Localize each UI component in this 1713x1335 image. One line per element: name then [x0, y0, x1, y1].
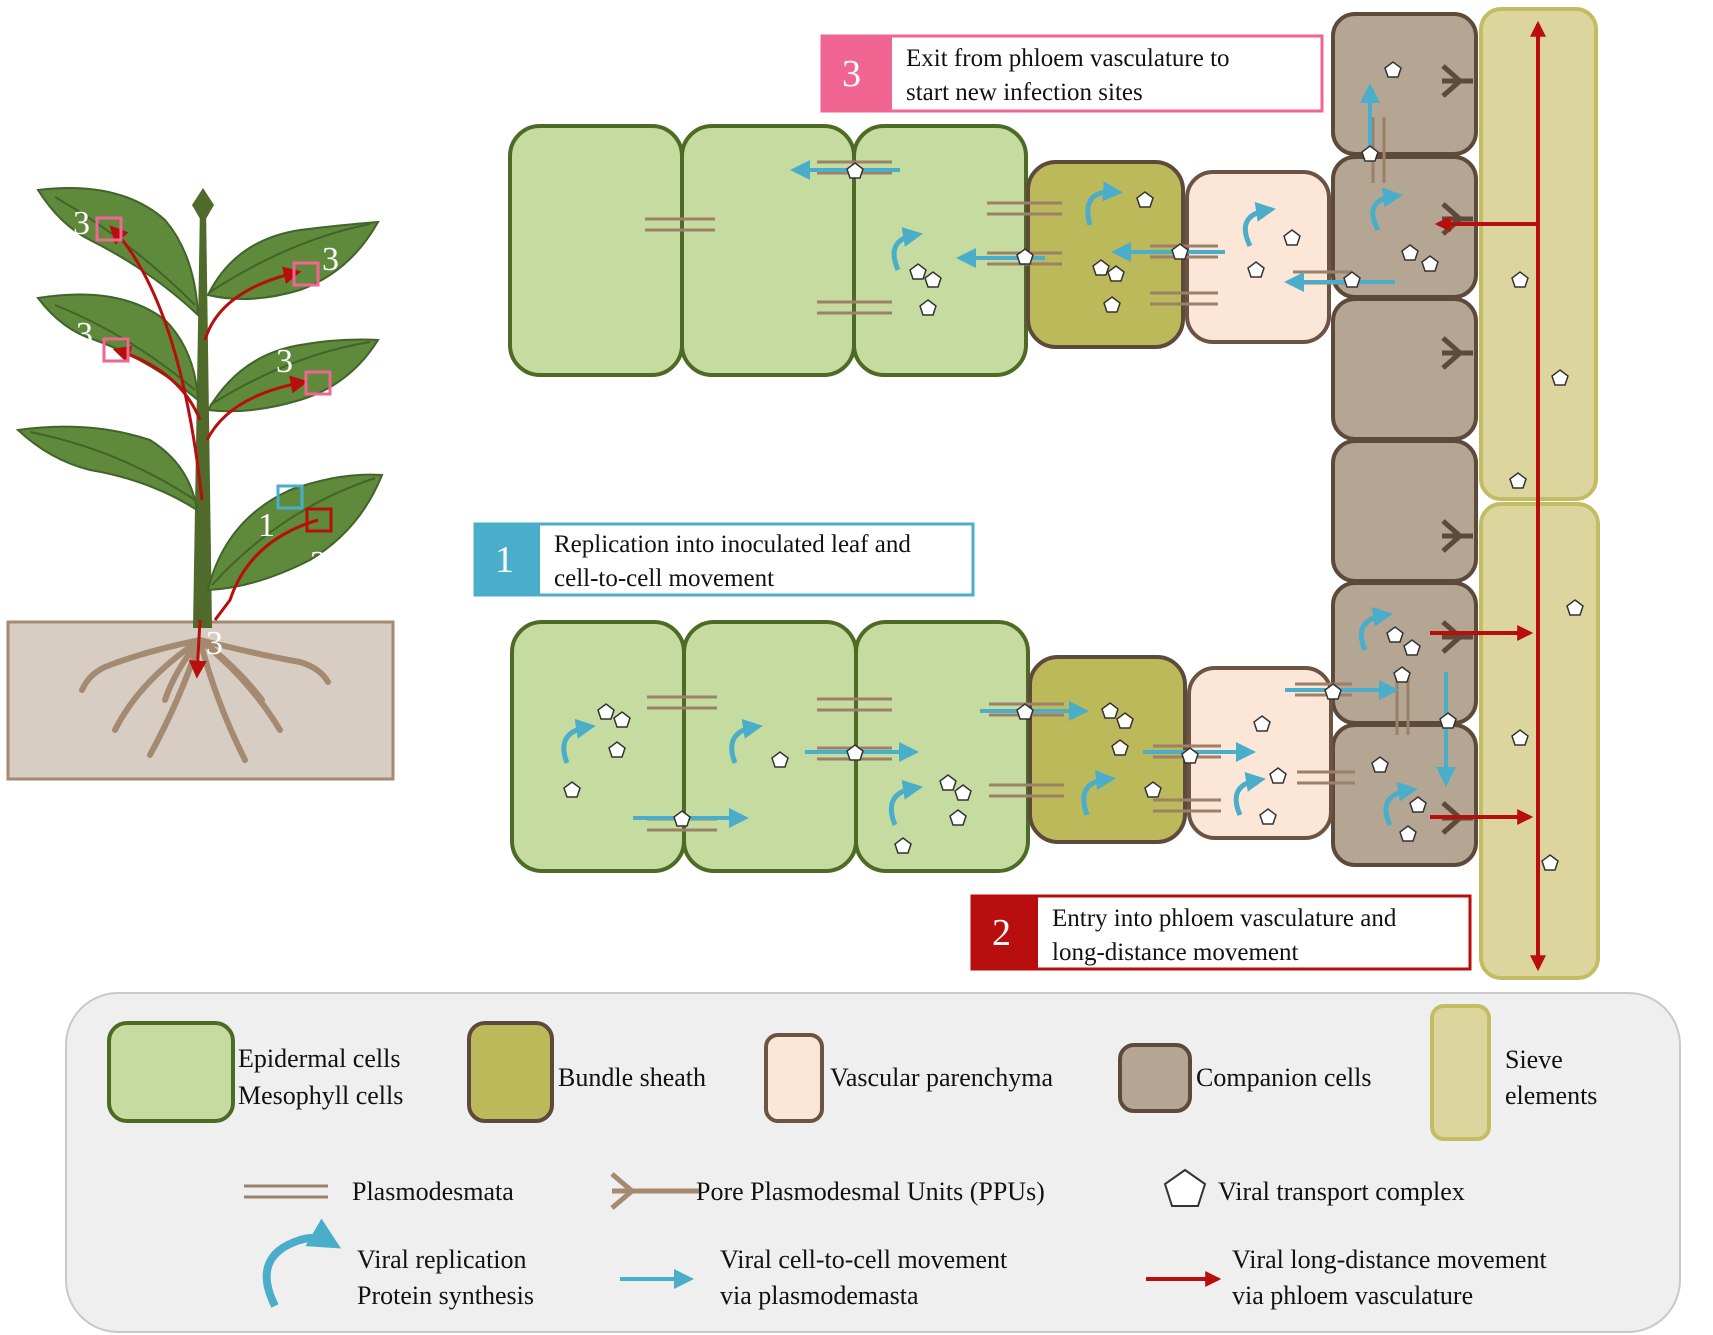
- companion-cell: [1331, 581, 1478, 725]
- legend-epidermal-line1: Epidermal cells: [238, 1044, 400, 1073]
- legend-plasmodesmata-icon: [244, 1184, 328, 1199]
- bottom-row-cells: [510, 620, 1333, 873]
- label-leaf-top-right: 3: [322, 241, 339, 278]
- step-2-line1: Entry into phloem vasculature and: [1052, 905, 1397, 932]
- inoculation-site-2: [305, 507, 333, 533]
- infection-paths: [109, 225, 319, 679]
- long-distance-arrows: [1430, 20, 1546, 972]
- infection-site-top-left: [95, 216, 123, 242]
- epidermal-cell: [510, 620, 686, 873]
- legend-swatch-bundle: [467, 1021, 554, 1123]
- infection-site-top-right: [292, 261, 320, 287]
- ppu-marks: [1441, 64, 1473, 835]
- legend-long-distance-line2: via phloem vasculature: [1232, 1281, 1473, 1310]
- bundle-sheath-cell: [1028, 655, 1187, 844]
- infection-site-mid-left: [102, 337, 130, 363]
- legend-sieve-line2: elements: [1505, 1081, 1597, 1110]
- legend-ppu: Pore Plasmodesmal Units (PPUs): [696, 1177, 1045, 1206]
- companion-cell: [1331, 723, 1478, 867]
- step-1-number: 1: [495, 539, 514, 581]
- step-2-line2: long-distance movement: [1052, 939, 1299, 966]
- companion-cells: [1331, 12, 1478, 867]
- step-box-1: 1 Replication into inoculated leaf and c…: [473, 522, 975, 597]
- top-row-cells: [508, 124, 1331, 377]
- legend-cell-movement-line2: via plasmodemasta: [720, 1281, 919, 1310]
- inoculation-site-1: [276, 484, 304, 510]
- legend-replication-icon: [262, 1218, 342, 1308]
- legend-vascular-parenchyma: Vascular parenchyma: [830, 1063, 1054, 1092]
- step-3-line2: start new infection sites: [906, 79, 1143, 106]
- plant-labels: 3 3 3 3 1 2 3: [73, 205, 339, 662]
- step-1-line1: Replication into inoculated leaf and: [554, 531, 911, 558]
- companion-cell: [1331, 297, 1478, 441]
- legend-swatch-epidermal: [107, 1021, 235, 1123]
- legend-companion-cells: Companion cells: [1196, 1063, 1371, 1092]
- infection-site-mid-right: [304, 370, 332, 396]
- legend-swatch-companion: [1118, 1043, 1192, 1113]
- step-3-number: 3: [842, 53, 861, 95]
- legend-plasmodesmata: Plasmodesmata: [352, 1177, 514, 1206]
- legend-replication-line1: Viral replication: [357, 1245, 527, 1274]
- step-box-2: 2 Entry into phloem vasculature and long…: [970, 894, 1472, 971]
- step-2-number: 2: [992, 912, 1011, 954]
- legend-bundle-sheath: Bundle sheath: [558, 1063, 706, 1092]
- legend-viral-complex: Viral transport complex: [1218, 1177, 1465, 1206]
- stem: [193, 205, 212, 628]
- label-leaf-mid-left: 3: [76, 316, 93, 353]
- stem-tip: [192, 188, 214, 224]
- label-inoculated-1: 1: [258, 507, 275, 544]
- label-leaf-top-left: 3: [73, 205, 90, 242]
- legend-swatch-sieve: [1430, 1004, 1491, 1141]
- legend-epidermal-line2: Mesophyll cells: [238, 1081, 403, 1110]
- legend-viral-complex-icon: [1163, 1168, 1207, 1207]
- legend-swatch-vascular: [764, 1033, 824, 1123]
- label-inoculated-2: 2: [310, 545, 327, 582]
- plant-illustration: 3 3 3 3 1 2 3: [6, 187, 395, 781]
- step-1-line2: cell-to-cell movement: [554, 565, 774, 592]
- epidermal-cell: [508, 124, 684, 377]
- companion-cell: [1331, 439, 1478, 583]
- viral-complexes: [563, 61, 1584, 871]
- legend-replication-line2: Protein synthesis: [357, 1281, 534, 1310]
- legend-long-distance-line1: Viral long-distance movement: [1232, 1245, 1547, 1274]
- step-box-3: 3 Exit from phloem vasculature to start …: [820, 34, 1324, 113]
- label-leaf-mid-right: 3: [276, 343, 293, 380]
- legend-cell-movement-line1: Viral cell-to-cell movement: [720, 1245, 1008, 1274]
- label-root: 3: [206, 625, 223, 662]
- replication-curves: [561, 181, 1418, 827]
- legend-ppu-icon: [610, 1172, 700, 1210]
- legend-sieve-line1: Sieve: [1505, 1045, 1563, 1074]
- legend: Epidermal cells Mesophyll cells Bundle s…: [65, 992, 1681, 1333]
- roots: [79, 637, 331, 763]
- step-3-line1: Exit from phloem vasculature to: [906, 45, 1230, 72]
